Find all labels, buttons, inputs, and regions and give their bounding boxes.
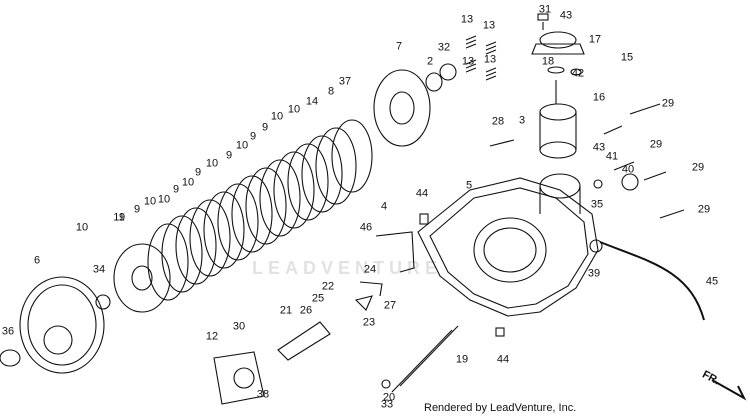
callout-10[interactable]: 10 [235, 139, 249, 152]
callout-10[interactable]: 10 [287, 103, 301, 116]
cover-body [429, 187, 589, 309]
callout-17[interactable]: 17 [588, 33, 602, 46]
callout-14[interactable]: 14 [305, 95, 319, 108]
filter-element [539, 112, 577, 150]
callout-43[interactable]: 43 [592, 141, 606, 154]
callout-10[interactable]: 10 [181, 176, 195, 189]
callout-46[interactable]: 46 [359, 221, 373, 234]
callout-18[interactable]: 18 [541, 55, 555, 68]
clutch-center [373, 69, 431, 147]
callout-2[interactable]: 2 [426, 55, 434, 68]
callout-29[interactable]: 29 [697, 203, 711, 216]
callout-10[interactable]: 10 [270, 110, 284, 123]
callout-38[interactable]: 38 [256, 388, 270, 401]
callout-29[interactable]: 29 [691, 161, 705, 174]
callout-4[interactable]: 4 [380, 200, 388, 213]
callout-42[interactable]: 42 [571, 67, 585, 80]
callout-36[interactable]: 36 [1, 325, 15, 338]
callout-10[interactable]: 10 [205, 157, 219, 170]
watermark-text: LEADVENTURE [252, 258, 443, 278]
callout-11[interactable]: 11 [113, 211, 125, 224]
callout-44[interactable]: 44 [415, 187, 429, 200]
callout-33[interactable]: 33 [380, 398, 394, 411]
callout-29[interactable]: 29 [661, 97, 675, 110]
callout-24[interactable]: 24 [363, 263, 377, 276]
callout-10[interactable]: 10 [75, 221, 89, 234]
callout-15[interactable]: 15 [620, 51, 634, 64]
clutch-springs [465, 35, 497, 81]
callout-32[interactable]: 32 [437, 41, 451, 54]
callout-8[interactable]: 8 [327, 85, 335, 98]
callout-9[interactable]: 9 [133, 203, 141, 216]
bearing-plate [213, 351, 265, 405]
callout-20[interactable]: 20 [382, 391, 396, 404]
callout-29[interactable]: 29 [649, 138, 663, 151]
callout-19[interactable]: 19 [455, 353, 469, 366]
callout-27[interactable]: 27 [383, 299, 397, 312]
callout-9[interactable]: 9 [172, 183, 180, 196]
callout-10[interactable]: 10 [143, 195, 157, 208]
callout-9[interactable]: 9 [194, 166, 202, 179]
callout-5[interactable]: 5 [465, 179, 473, 192]
callout-23[interactable]: 23 [362, 316, 376, 329]
callout-41[interactable]: 41 [605, 150, 619, 163]
callout-6[interactable]: 6 [33, 254, 41, 267]
callout-13[interactable]: 13 [482, 19, 496, 32]
callout-39[interactable]: 39 [587, 267, 601, 280]
callout-40[interactable]: 40 [621, 163, 635, 176]
filter-cap [531, 43, 585, 55]
callout-45[interactable]: 45 [705, 275, 719, 288]
credit-text: Rendered by LeadVenture, Inc. [424, 402, 577, 414]
pressure-plate [113, 243, 171, 313]
clutch-outer-basket [19, 276, 105, 374]
callout-16[interactable]: 16 [592, 91, 606, 104]
clutch-disc-pack [147, 119, 373, 301]
callout-9[interactable]: 9 [225, 149, 233, 162]
callout-25[interactable]: 25 [311, 292, 325, 305]
callout-37[interactable]: 37 [338, 75, 352, 88]
callout-13[interactable]: 13 [460, 13, 474, 26]
callout-30[interactable]: 30 [232, 320, 246, 333]
shift-spindle [391, 329, 453, 393]
callout-9[interactable]: 9 [261, 121, 269, 134]
fr-direction-arrow [711, 379, 747, 401]
callout-12[interactable]: 12 [205, 330, 219, 343]
callout-28[interactable]: 28 [491, 115, 505, 128]
bolts [489, 103, 685, 219]
callout-44[interactable]: 44 [496, 353, 510, 366]
callout-22[interactable]: 22 [321, 280, 335, 293]
callout-34[interactable]: 34 [92, 263, 106, 276]
oil-hose [599, 241, 705, 321]
callout-31[interactable]: 31 [538, 3, 552, 16]
callout-35[interactable]: 35 [590, 198, 604, 211]
cover-gasket [417, 177, 599, 317]
callout-26[interactable]: 26 [299, 304, 313, 317]
callout-13[interactable]: 13 [461, 55, 475, 68]
callout-9[interactable]: 9 [118, 211, 126, 224]
callout-13[interactable]: 13 [483, 53, 497, 66]
callout-3[interactable]: 3 [518, 114, 526, 127]
callout-7[interactable]: 7 [395, 40, 403, 53]
release-lever [277, 321, 331, 361]
callout-10[interactable]: 10 [157, 193, 171, 206]
callout-9[interactable]: 9 [249, 130, 257, 143]
callout-43[interactable]: 43 [559, 9, 573, 22]
cover-inner-ring [473, 217, 547, 283]
callout-21[interactable]: 21 [279, 304, 293, 317]
